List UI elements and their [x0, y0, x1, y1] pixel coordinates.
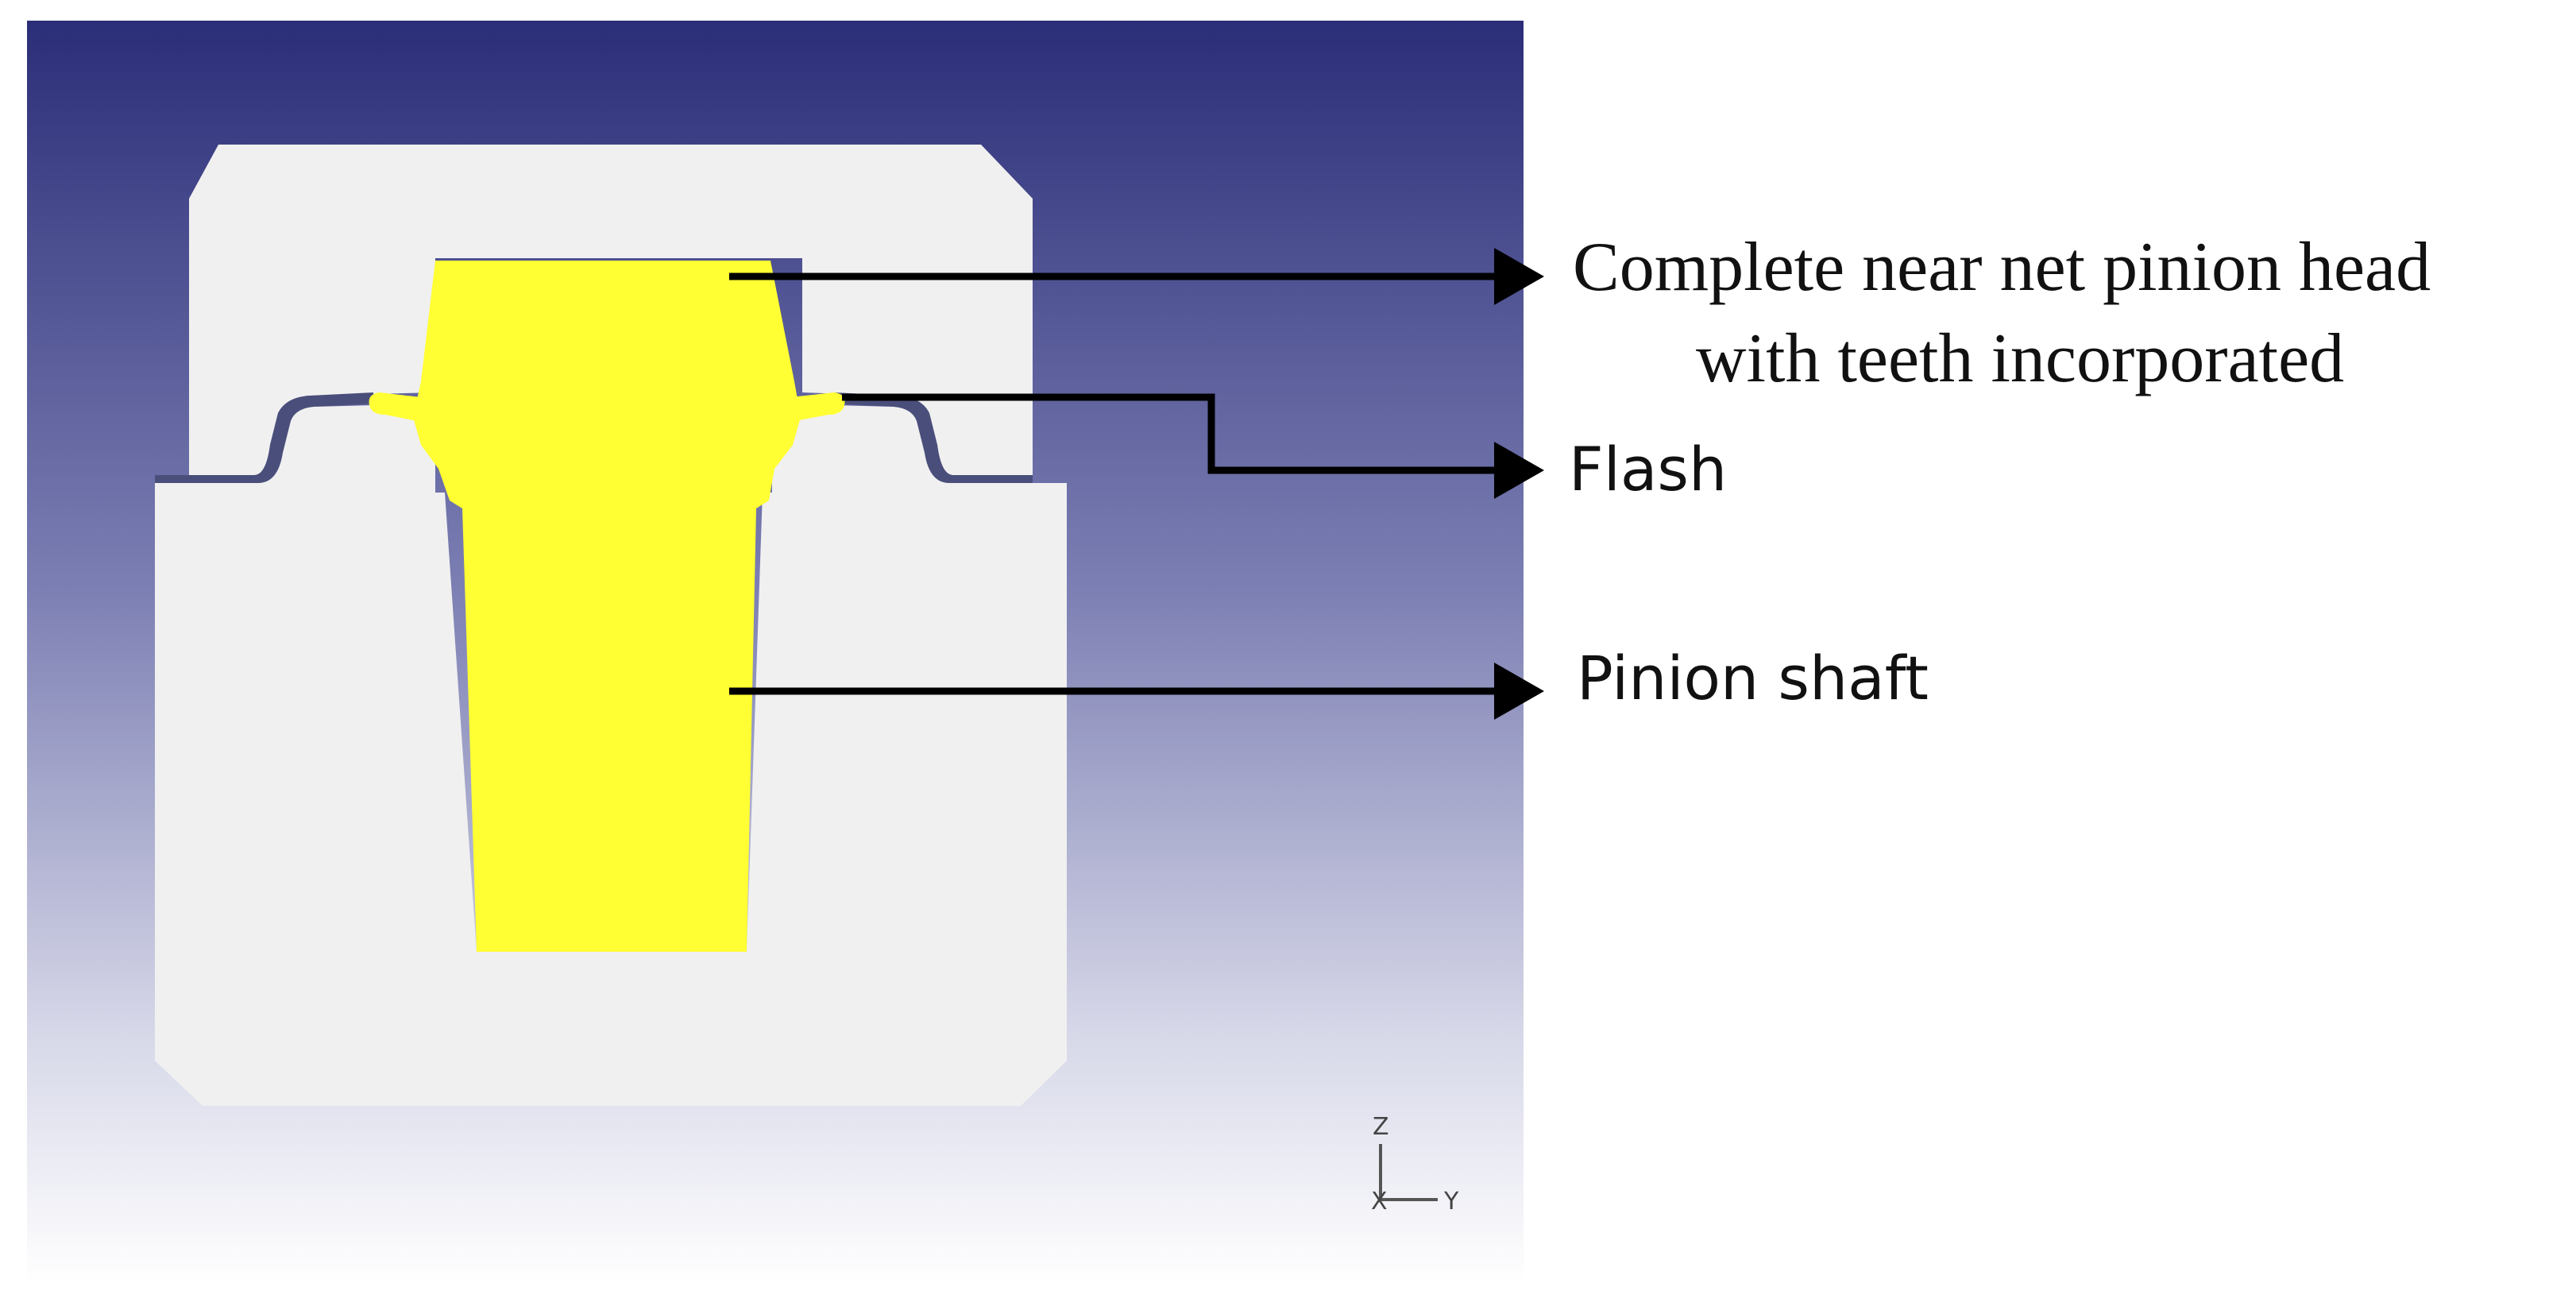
label-pinion-head-line2: with teeth incorporated: [1696, 320, 2344, 397]
lower-die: [155, 404, 1067, 1106]
axis-y-label: Y: [1443, 1188, 1459, 1215]
pinion-workpiece: [413, 261, 801, 952]
label-pinion-head-line1: Complete near net pinion head: [1573, 229, 2431, 306]
label-flash: Flash: [1569, 434, 1727, 504]
label-pinion-shaft: Pinion shaft: [1577, 643, 1929, 713]
die-gap: [834, 392, 1033, 483]
axis-z-label: Z: [1373, 1113, 1389, 1141]
flash-right: [790, 392, 845, 421]
upper-die: [189, 145, 1033, 475]
die-gap: [155, 392, 373, 483]
leader-flash: [842, 393, 1544, 499]
axis-x-label: X: [1371, 1188, 1388, 1215]
flash-left: [369, 392, 421, 421]
axis-triad: Z Y X: [1371, 1113, 1459, 1215]
